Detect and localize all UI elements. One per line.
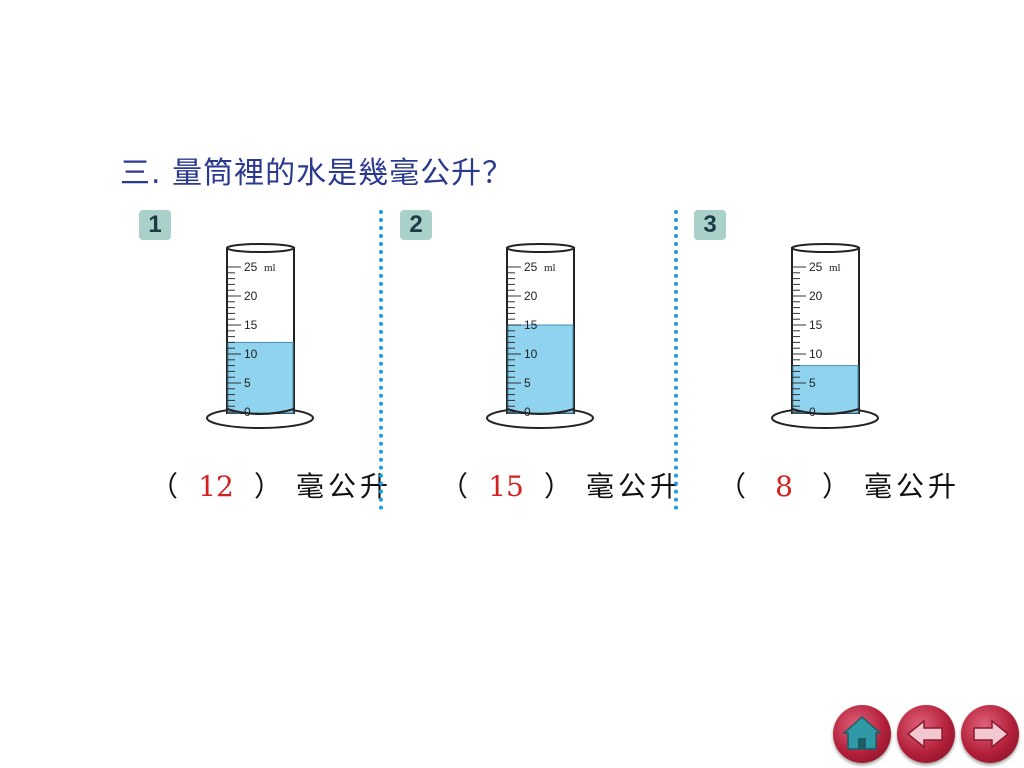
answer-3-close-paren: ） (822, 470, 851, 503)
problem-2-badge: 2 (400, 210, 432, 240)
answer-2-close-paren: ） (544, 470, 573, 503)
tick-label: 0 (524, 405, 531, 419)
tick-label: 25 (524, 260, 538, 274)
tick-label: 15 (524, 318, 538, 332)
problem-1-badge: 1 (139, 210, 171, 240)
answer-2-value: 15 (488, 470, 524, 503)
arrow-left-icon (906, 719, 943, 749)
answer-1-open-paren: （ (150, 470, 179, 503)
answer-3-unit: 毫公升 (864, 470, 961, 503)
tick-label: 20 (809, 289, 823, 303)
tick-label: 10 (244, 347, 258, 361)
unit-label: ml (544, 262, 556, 274)
measuring-cylinder-1: 25 20 15 10 5 0 ml (206, 243, 314, 429)
tick-label: 20 (524, 289, 538, 303)
arrow-right-icon (973, 719, 1010, 749)
tick-label: 10 (809, 347, 823, 361)
unit-label: ml (264, 262, 276, 274)
answer-1-unit: 毫公升 (296, 470, 393, 503)
page-title: 三. 量筒裡的水是幾毫公升？ (120, 156, 514, 191)
tick-label: 20 (244, 289, 258, 303)
tick-label: 15 (809, 318, 823, 332)
answer-2-unit: 毫公升 (586, 470, 683, 503)
tick-label: 25 (244, 260, 258, 274)
answer-1-close-paren: ） (254, 470, 283, 503)
tick-label: 5 (809, 376, 816, 390)
answer-3: （ 8 ） 毫公升 (718, 465, 960, 505)
divider-1 (379, 210, 383, 510)
tick-label: 5 (244, 376, 251, 390)
tick-label: 10 (524, 347, 538, 361)
measuring-cylinder-2: 25 20 15 10 5 0 ml (486, 243, 594, 429)
answer-3-value: 8 (775, 470, 793, 503)
tick-label: 0 (244, 405, 251, 419)
next-button[interactable] (961, 705, 1019, 763)
water-level (227, 341, 294, 414)
measuring-cylinder-3: 25 20 15 10 5 0 ml (771, 243, 879, 429)
divider-2 (674, 210, 678, 510)
answer-1: （ 12 ） 毫公升 (150, 465, 392, 505)
answer-2-open-paren: （ (440, 470, 469, 503)
unit-label: ml (829, 262, 841, 274)
answer-1-value: 12 (198, 470, 234, 503)
home-button[interactable] (833, 705, 891, 763)
water-level (792, 365, 859, 414)
answer-3-open-paren: （ (718, 470, 747, 503)
tick-label: 0 (809, 405, 816, 419)
tick-label: 5 (524, 376, 531, 390)
answer-2: （ 15 ） 毫公升 (440, 465, 682, 505)
tick-label: 15 (244, 318, 258, 332)
previous-button[interactable] (897, 705, 955, 763)
problem-3-badge: 3 (694, 210, 726, 240)
water-level (507, 324, 574, 414)
home-icon (842, 715, 882, 750)
tick-label: 25 (809, 260, 823, 274)
